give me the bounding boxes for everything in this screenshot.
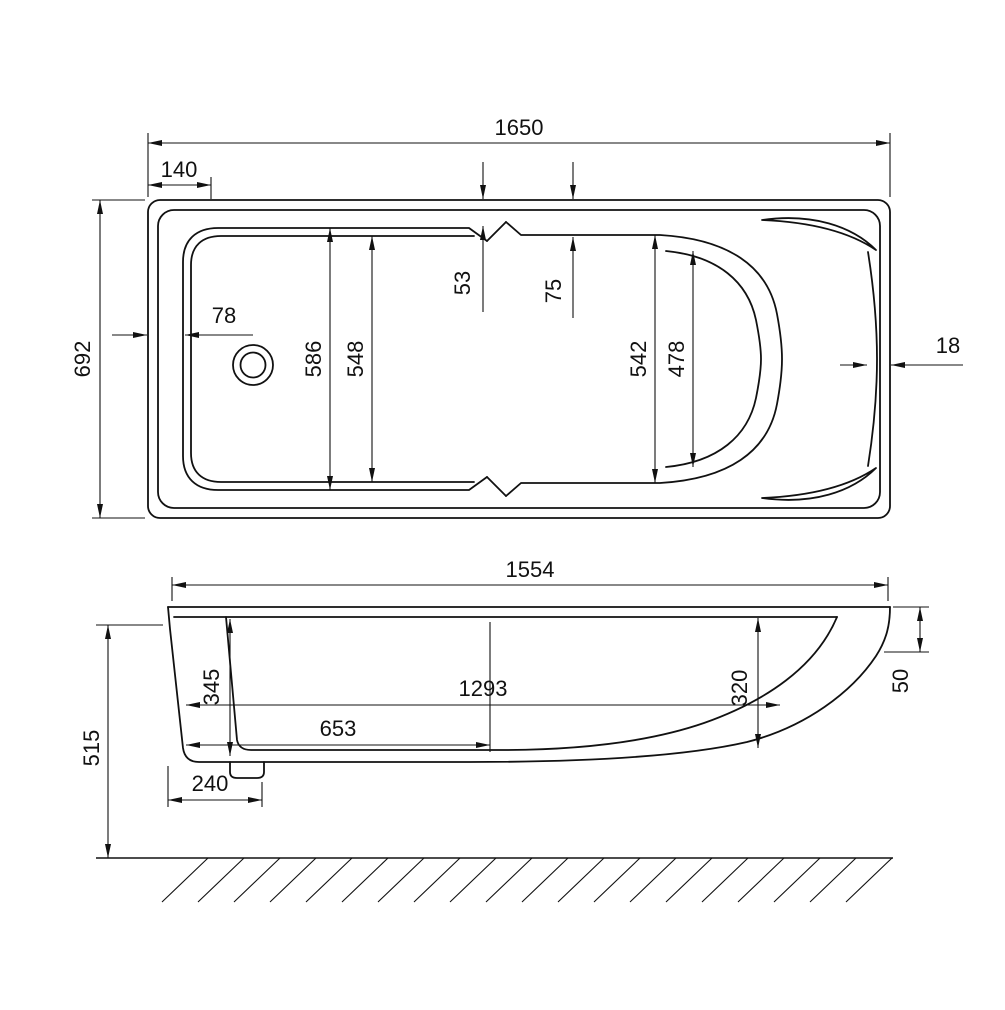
dim-label-floor-length: 1293 xyxy=(459,676,508,701)
drain-outer-circle xyxy=(232,344,274,386)
basin-floor-outline-left xyxy=(190,235,475,483)
dim-label-drain-position: 240 xyxy=(192,771,229,796)
drain-inner-circle xyxy=(239,351,267,379)
basin-outline-right xyxy=(505,221,783,497)
dim-label-rear-depth: 320 xyxy=(727,670,752,707)
dim-label-overall-length: 1650 xyxy=(495,115,544,140)
floor-hatching xyxy=(161,857,893,903)
dim-label-waist-left: 53 xyxy=(450,271,475,295)
dim-label-seat-width: 542 xyxy=(626,341,651,378)
dim-label-basin-floor-width: 548 xyxy=(343,341,368,378)
inner-basin-profile xyxy=(225,616,838,751)
dim-label-rim-drop: 50 xyxy=(888,669,913,693)
top-view: 1650 140 692 78 586 548 53 75 542 478 18 xyxy=(70,115,963,519)
corner-contour-top-right xyxy=(761,217,877,251)
corner-contour-bottom-right xyxy=(761,467,877,501)
dim-label-corner-offset: 140 xyxy=(161,157,198,182)
outer-rim-outline xyxy=(147,199,891,519)
dim-label-drain-offset: 78 xyxy=(212,303,236,328)
dim-label-overall-width: 692 xyxy=(70,341,95,378)
dim-label-flat-floor: 653 xyxy=(320,716,357,741)
right-rim-edge xyxy=(867,251,878,467)
basin-outline-left xyxy=(182,227,488,491)
dim-label-front-depth: 345 xyxy=(199,669,224,706)
outer-shell-profile xyxy=(167,606,891,763)
dim-label-basin-width: 586 xyxy=(301,341,326,378)
dim-label-rim-length: 1554 xyxy=(506,557,555,582)
rim-inner-outline xyxy=(157,209,881,509)
dim-label-backrest-width: 478 xyxy=(664,341,689,378)
dim-label-rim-width: 18 xyxy=(936,333,960,358)
waste-fitting xyxy=(229,761,265,779)
backrest-inner-outline xyxy=(665,250,762,468)
side-view: 1554 345 1293 653 320 50 515 240 xyxy=(79,557,929,903)
dim-label-overall-height: 515 xyxy=(79,730,104,767)
waist-notch-bottom xyxy=(486,476,507,497)
waist-notch-top xyxy=(486,221,507,242)
dim-label-waist-right: 75 xyxy=(541,279,566,303)
